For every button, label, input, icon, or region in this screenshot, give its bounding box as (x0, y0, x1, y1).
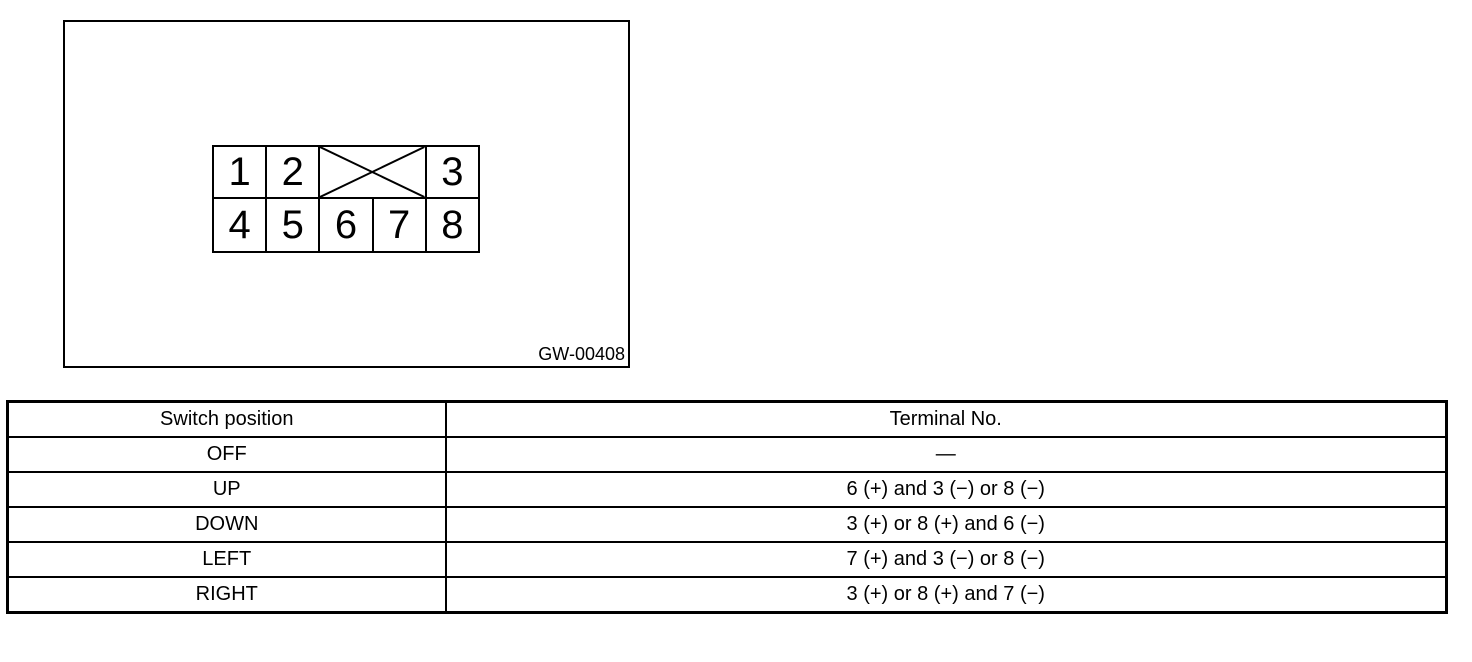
switch-position-cell: RIGHT (6, 576, 447, 614)
switch-position-cell: DOWN (6, 506, 447, 543)
switch-position-cell: LEFT (6, 541, 447, 578)
table-row-up: UP 6 (+) and 3 (−) or 8 (−) (6, 471, 1448, 508)
connector-figure-box: 1 2 3 4 5 6 7 8 GW-00408 (63, 20, 630, 368)
connector-top-row: 1 2 3 (211, 145, 481, 199)
x-mark-icon (320, 147, 424, 197)
terminal-no-cell: 3 (+) or 8 (+) and 7 (−) (444, 576, 1448, 614)
table-row-off: OFF — (6, 436, 1448, 473)
pin-cell-7: 7 (371, 197, 427, 253)
figure-code-label: GW-00408 (538, 344, 625, 365)
table-row-down: DOWN 3 (+) or 8 (+) and 6 (−) (6, 506, 1448, 543)
pin-cell-8: 8 (424, 197, 481, 253)
column-header-terminal-no: Terminal No. (444, 400, 1448, 438)
switch-position-cell: OFF (6, 436, 447, 473)
switch-terminal-table: Switch position Terminal No. OFF — UP 6 … (6, 400, 1448, 614)
table-row-left: LEFT 7 (+) and 3 (−) or 8 (−) (6, 541, 1448, 578)
pin-cell-5: 5 (265, 197, 321, 253)
pin-cell-3: 3 (424, 145, 481, 199)
connector-pinout-diagram: 1 2 3 4 5 6 7 8 (211, 145, 481, 253)
pin-cell-6: 6 (318, 197, 374, 253)
switch-position-cell: UP (6, 471, 447, 508)
terminal-no-cell: — (444, 436, 1448, 473)
terminal-no-cell: 7 (+) and 3 (−) or 8 (−) (444, 541, 1448, 578)
pin-cell-2: 2 (265, 145, 321, 199)
terminal-no-cell: 6 (+) and 3 (−) or 8 (−) (444, 471, 1448, 508)
table-row-right: RIGHT 3 (+) or 8 (+) and 7 (−) (6, 576, 1448, 614)
column-header-switch-position: Switch position (6, 400, 447, 438)
pin-cell-1: 1 (211, 145, 268, 199)
terminal-no-cell: 3 (+) or 8 (+) and 6 (−) (444, 506, 1448, 543)
table-header-row: Switch position Terminal No. (6, 400, 1448, 438)
blocked-pin-cell (318, 145, 427, 199)
pin-cell-4: 4 (211, 197, 268, 253)
connector-bottom-row: 4 5 6 7 8 (211, 197, 481, 253)
